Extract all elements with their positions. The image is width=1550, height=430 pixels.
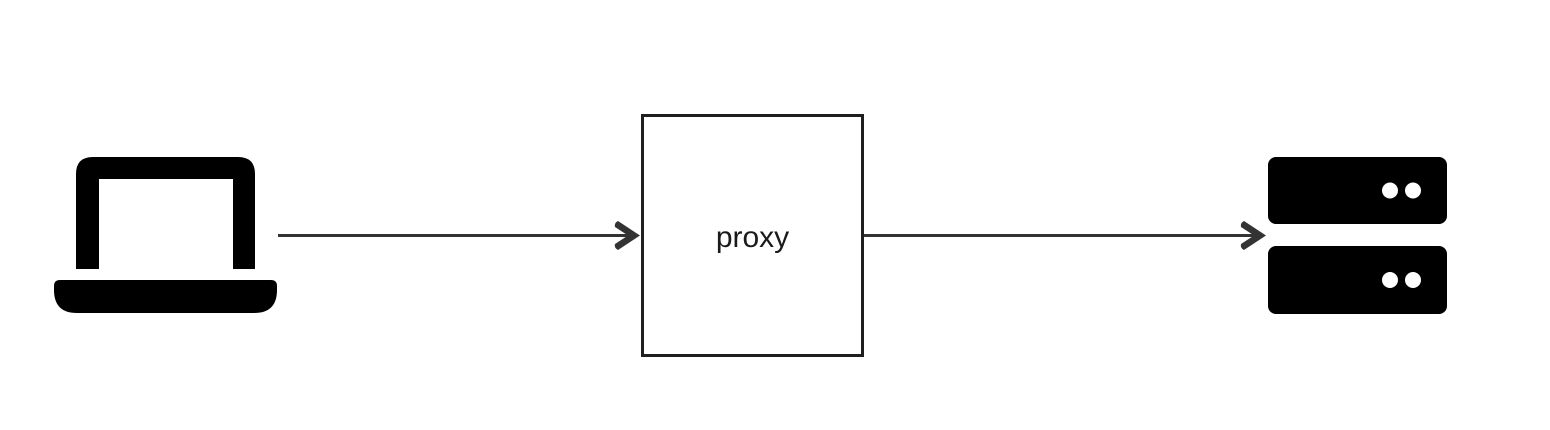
server-icon (1268, 157, 1447, 314)
status-light-icon (1382, 272, 1398, 288)
arrowhead-icon (1240, 221, 1266, 250)
proxy-label: proxy (716, 221, 789, 254)
server-unit-bottom (1268, 246, 1447, 314)
proxy-node: proxy (641, 114, 864, 357)
proxy-box (641, 114, 864, 357)
status-light-icon (1405, 182, 1421, 199)
laptop-icon (54, 157, 277, 313)
edge-client-to-proxy (278, 221, 640, 250)
status-light-icon (1405, 272, 1421, 288)
arrowhead-icon (614, 221, 640, 250)
status-light-icon (1382, 182, 1398, 199)
server-unit-top (1268, 157, 1447, 224)
edge-proxy-to-server (864, 221, 1266, 250)
